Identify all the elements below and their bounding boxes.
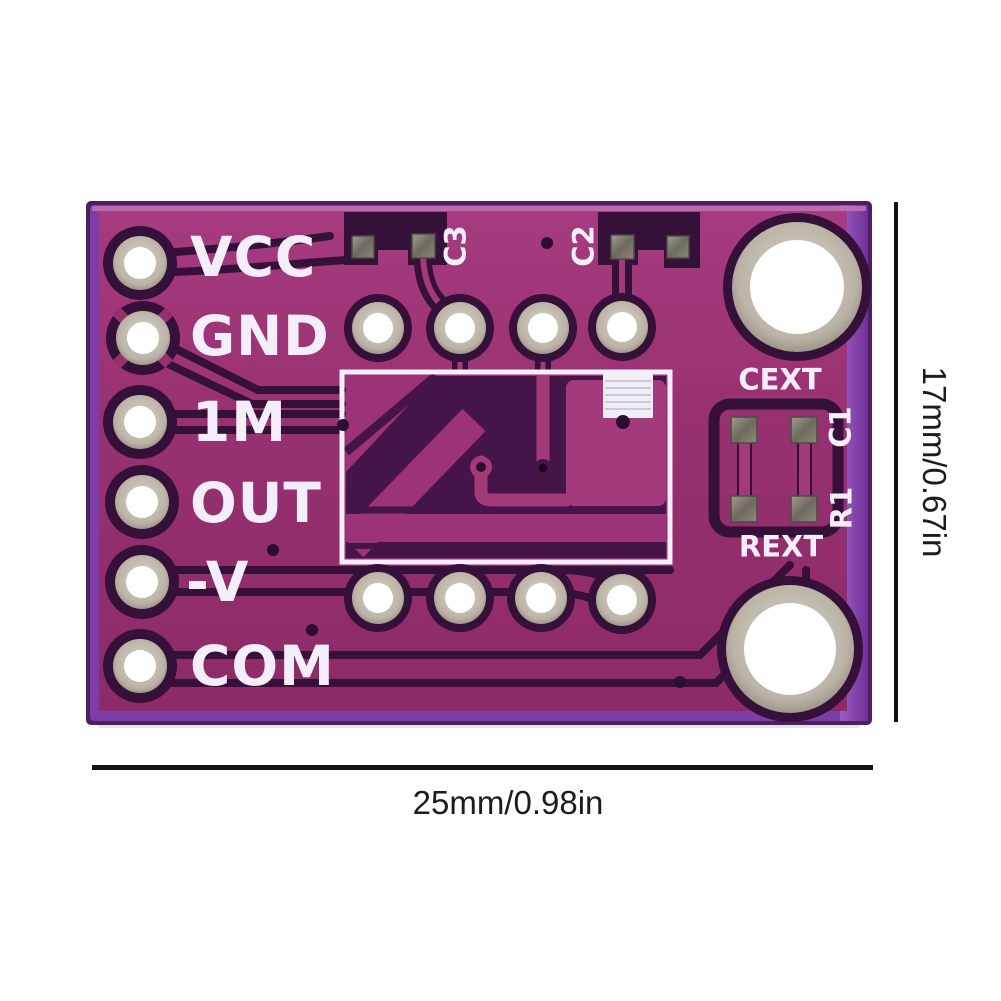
silk-label-cext: CEXT — [738, 362, 822, 397]
silk-label-vcc: VCC — [190, 225, 317, 289]
pin-holes-bottom-row — [344, 564, 656, 634]
silk-label-c3: C3 — [438, 225, 473, 267]
gnd-thermal-pad — [106, 301, 180, 375]
silk-label-gnd: GND — [190, 304, 330, 368]
silk-label-c2: C2 — [566, 225, 601, 267]
right-passives-group — [708, 398, 844, 538]
silk-label-com: COM — [190, 634, 335, 698]
width-dimension-label: 25mm/0.98in — [412, 784, 604, 821]
pin1-marker — [603, 374, 653, 418]
pin-holes-top-row — [344, 293, 656, 362]
silk-label-r1: R1 — [824, 486, 859, 530]
height-dimension-line — [894, 202, 898, 722]
width-dimension-line — [92, 765, 873, 770]
pin-holes-left — [103, 226, 180, 703]
mounting-hole-top-right — [723, 213, 871, 361]
silk-label-out: OUT — [190, 471, 322, 535]
ic-footprint — [339, 369, 673, 565]
ic-silkscreen-outline — [339, 369, 673, 565]
mounting-hole-bottom-right — [717, 576, 863, 722]
silk-label-1m: 1M — [192, 390, 288, 454]
smd-pads — [351, 233, 818, 523]
vias — [267, 237, 686, 688]
height-dimension-label: 17mm/0.67in — [916, 366, 953, 558]
silk-label-c1: C1 — [823, 406, 858, 448]
silk-label-minus-v: -V — [186, 550, 250, 614]
silk-label-rext: REXT — [738, 529, 824, 564]
